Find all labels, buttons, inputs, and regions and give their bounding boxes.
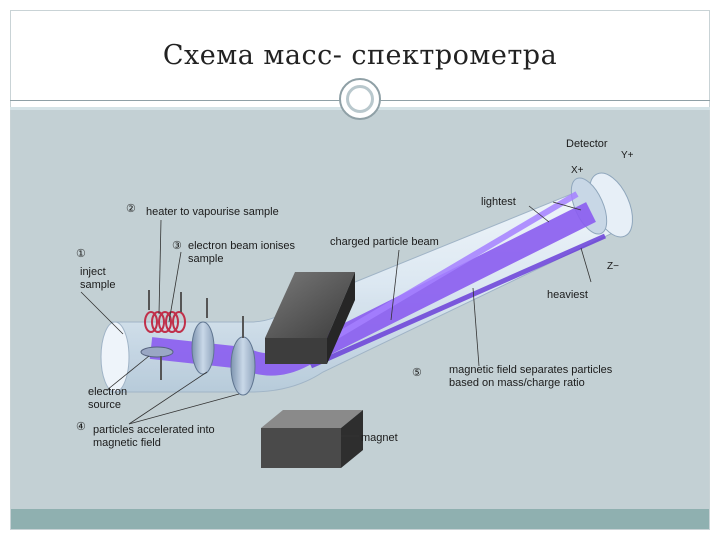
label-heater: heater to vapourise sample bbox=[146, 206, 279, 218]
label-electron-source: electron bbox=[88, 386, 128, 398]
circle-ornament-icon bbox=[339, 78, 381, 120]
label-x-plus: X+ bbox=[571, 165, 584, 176]
label-y-plus: Y+ bbox=[621, 150, 634, 161]
magnet-upper bbox=[265, 272, 355, 364]
label-magnet: magnet bbox=[361, 432, 398, 444]
label-lightest: lightest bbox=[481, 196, 516, 208]
label-inject: inject bbox=[80, 266, 106, 278]
mass-spectrometer-diagram bbox=[80, 172, 633, 468]
label-separates: magnetic field separates particles bbox=[449, 364, 613, 376]
step-number-2: ② bbox=[126, 203, 136, 215]
electron-source bbox=[140, 346, 174, 380]
label-heaviest: heaviest bbox=[547, 289, 588, 301]
magnet-lower bbox=[261, 410, 363, 468]
slide-title: Схема масс- спектрометра bbox=[162, 40, 558, 71]
heater-coil bbox=[144, 290, 186, 333]
leader-lines bbox=[80, 201, 592, 437]
title-area: Схема масс- спектрометра bbox=[10, 10, 710, 102]
footer-bar bbox=[11, 509, 709, 529]
label-detector: Detector bbox=[566, 138, 608, 150]
label-z-minus: Z− bbox=[607, 261, 619, 272]
step-number-3: ③ bbox=[172, 240, 182, 252]
label-electron-beam-2: sample bbox=[188, 253, 224, 265]
label-accelerated: particles accelerated into bbox=[93, 424, 215, 436]
step-number-4: ④ bbox=[76, 421, 86, 433]
label-separates-2: based on mass/charge ratio bbox=[449, 377, 585, 389]
label-electron-source-2: source bbox=[88, 399, 122, 411]
label-inject-2: sample bbox=[80, 279, 116, 291]
detector bbox=[570, 172, 633, 238]
label-accelerated-2: magnetic field bbox=[93, 437, 161, 449]
label-electron-beam: electron beam ionises bbox=[188, 240, 296, 252]
step-number-5: ⑤ bbox=[412, 367, 422, 379]
label-charged-beam: charged particle beam bbox=[330, 236, 439, 248]
step-number-1: ① bbox=[76, 248, 86, 260]
accelerating-plates bbox=[191, 298, 256, 396]
